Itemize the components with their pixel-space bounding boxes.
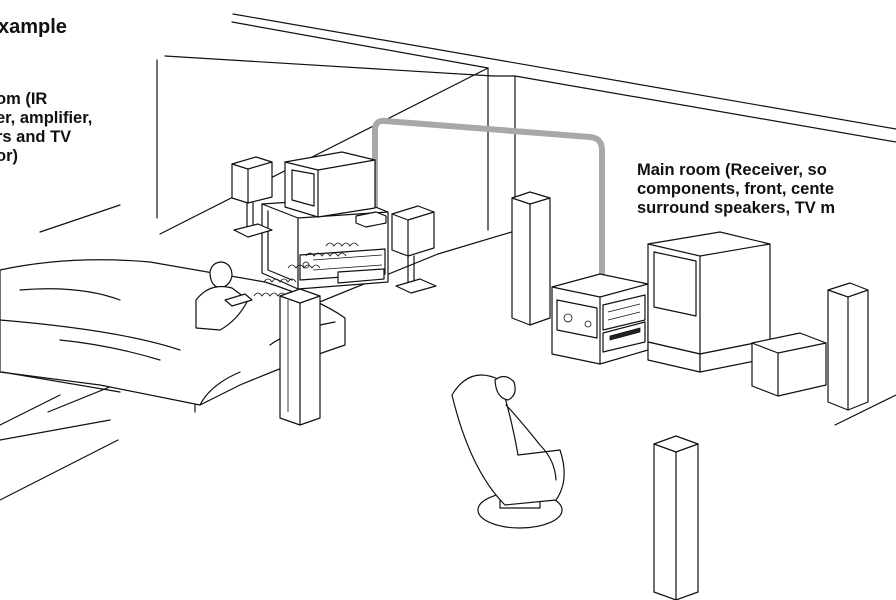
main-rear-speaker: [654, 436, 698, 600]
sub-tall-speaker: [280, 289, 320, 425]
listener-armchair: [452, 375, 564, 528]
main-room-label-line: Main room (Receiver, so: [637, 161, 835, 180]
main-receiver-rack: [552, 274, 648, 364]
sub-room-label-line: er, amplifier,: [0, 109, 92, 128]
sub-room-label-line: rs and TV: [0, 128, 92, 147]
main-subwoofer: [752, 333, 826, 396]
main-room-label: Main room (Receiver, so components, fron…: [637, 161, 835, 218]
sub-room-label: om (IR er, amplifier, rs and TV or): [0, 90, 92, 166]
diagram-title: xample: [0, 16, 67, 39]
sub-room-label-line: or): [0, 147, 92, 166]
sub-speaker-right: [392, 206, 436, 293]
sub-room-label-line: om (IR: [0, 90, 92, 109]
sub-tv-monitor: [285, 152, 375, 217]
main-front-right-speaker: [828, 283, 868, 410]
main-room-label-line: components, front, cente: [637, 180, 835, 199]
main-room-label-line: surround speakers, TV m: [637, 199, 835, 218]
main-front-left-speaker: [512, 192, 550, 325]
